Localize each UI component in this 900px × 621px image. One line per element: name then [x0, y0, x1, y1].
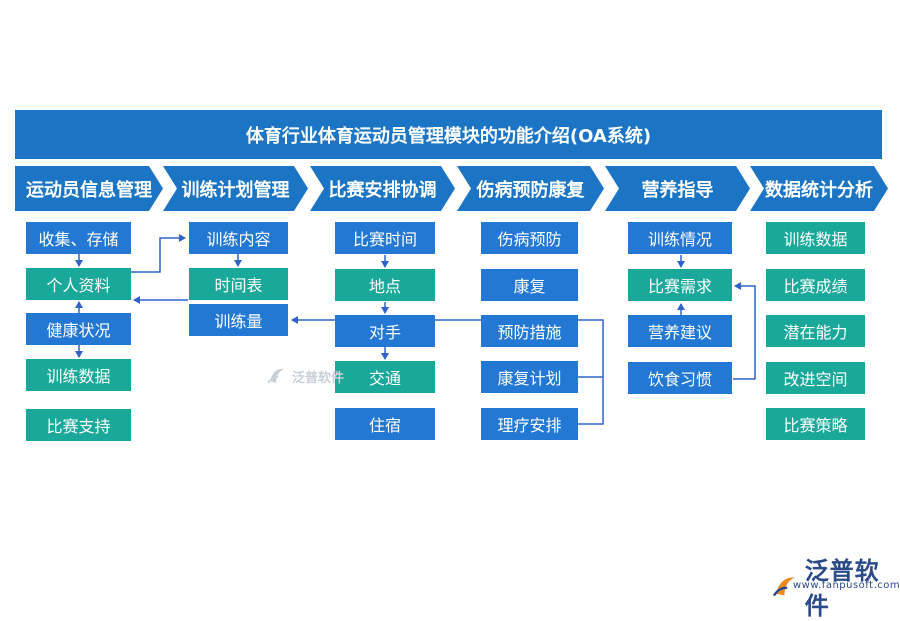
header-athlete-info: 运动员信息管理 — [15, 166, 163, 211]
box-venue: 地点 — [335, 269, 435, 301]
connector-profile-training — [131, 234, 186, 273]
box-stats-training-data: 训练数据 — [766, 222, 865, 254]
connector-lines — [75, 234, 756, 425]
box-match-results: 比赛成绩 — [766, 269, 865, 301]
box-match-strategy: 比赛策略 — [766, 408, 865, 440]
header-nutrition: 营养指导 — [605, 166, 750, 211]
box-training-load: 训练量 — [189, 304, 288, 336]
box-competition-support: 比赛支持 — [26, 409, 131, 441]
center-watermark: 泛普软件 — [266, 365, 344, 387]
box-preventive-measures: 预防措施 — [481, 315, 578, 347]
box-training-data: 训练数据 — [26, 359, 131, 391]
box-eating-habits: 饮食习惯 — [628, 362, 732, 394]
box-transport: 交通 — [335, 361, 435, 393]
diagram-title: 体育行业体育运动员管理模块的功能介绍(OA系统) — [15, 110, 882, 159]
box-schedule: 时间表 — [189, 268, 288, 300]
header-training-plan: 训练计划管理 — [163, 166, 308, 211]
box-personal-profile: 个人资料 — [26, 268, 131, 300]
header-injury: 伤病预防康复 — [457, 166, 604, 211]
box-match-time: 比赛时间 — [335, 222, 435, 254]
connector-diet-demand — [733, 282, 756, 380]
box-rehab-plan: 康复计划 — [481, 361, 578, 393]
box-physio-arrangement: 理疗安排 — [481, 408, 578, 440]
watermark-brand-text: 泛普软件 — [292, 370, 345, 386]
box-recovery: 康复 — [481, 269, 578, 301]
box-potential: 潜在能力 — [766, 315, 865, 347]
header-statistics: 数据统计分析 — [750, 166, 888, 211]
box-injury-prevention: 伤病预防 — [481, 222, 578, 254]
box-competition-needs: 比赛需求 — [628, 269, 732, 301]
box-collect-store: 收集、存储 — [26, 222, 131, 254]
box-opponent: 对手 — [335, 315, 435, 347]
watermark-logo-icon — [267, 368, 284, 384]
box-health-status: 健康状况 — [26, 313, 131, 345]
brand-logo-icon — [772, 577, 795, 597]
header-competition: 比赛安排协调 — [310, 166, 455, 211]
box-training-content: 训练内容 — [189, 222, 288, 254]
box-training-condition: 训练情况 — [628, 222, 732, 254]
box-nutrition-advice: 营养建议 — [628, 315, 732, 347]
box-lodging: 住宿 — [335, 408, 435, 440]
brand-url: www.fanpusoft.com — [793, 580, 900, 591]
box-improvement: 改进空间 — [766, 362, 865, 394]
